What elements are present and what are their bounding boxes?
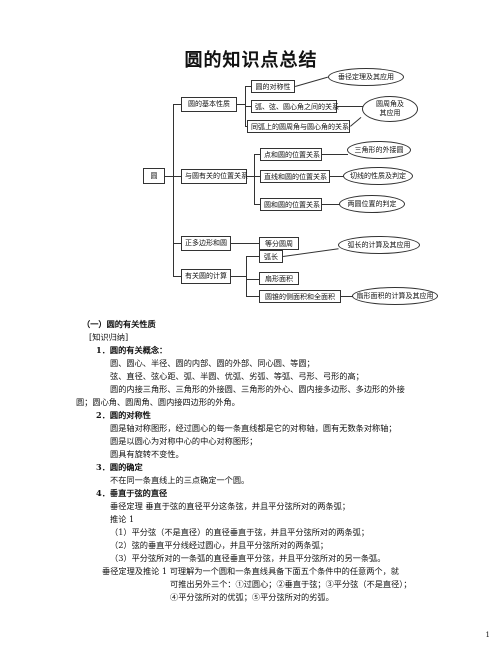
paragraph: （3）平分弦所对的一条弧的直径垂直平分弦，并且平分弦所对的另一条弧。: [110, 553, 386, 563]
map-item: 等分圆周: [259, 237, 299, 250]
map-connector: [173, 176, 181, 177]
map-note: 扇形面积的计算及其应用: [352, 287, 438, 305]
paragraph: 圆的内接三角形、三角形的外接圆、三角形的外心、圆内接多边形、多边形的外接: [110, 384, 405, 394]
paragraph: 不在同一条直线上的三点确定一个圆。: [110, 475, 250, 485]
map-connector: [246, 279, 259, 280]
map-note: 两圆位置的判定: [339, 195, 405, 213]
map-connector: [254, 176, 260, 177]
map-connector: [246, 296, 259, 297]
map-connector: [165, 176, 173, 177]
paragraph: （1）平分弦（不是直径）的直径垂直于弦，并且平分弦所对的两条弧；: [110, 527, 370, 537]
paragraph: （2）弦的垂直平分线经过圆心，并且平分弦所对的两条弧；: [110, 540, 329, 550]
map-connector: [237, 104, 245, 105]
paragraph: 圆是以圆心为对称中心的中心对称图形；: [110, 436, 258, 446]
paragraph: 圆是轴对称图形，经过圆心的每一条直线都是它的对称轴，圆有无数条对称轴；: [110, 423, 397, 433]
paragraph: 弦、直径、弦心距、弧、半圆、优弧、劣弧、等弧、弓形、弓形的高；: [110, 371, 364, 381]
map-connector: [350, 117, 362, 127]
map-item: 弧长: [259, 250, 283, 263]
map-note: 切线的性质及判定: [343, 167, 413, 185]
paragraph: 可推出另外三个：①过圆心；②垂直于弦；③平分弦（不是直径）；: [170, 579, 412, 589]
map-connector: [247, 176, 254, 177]
paragraph: 垂径定理 垂直于弦的直径平分这条弦，并且平分弦所对的两条弧；: [110, 501, 351, 511]
map-root: 圆: [143, 168, 165, 184]
paragraph: 推论 1: [110, 514, 135, 524]
map-connector: [322, 154, 348, 155]
item-heading: 2．圆的对称性: [96, 410, 151, 420]
paragraph: 圆具有旋转不变性。: [110, 449, 184, 459]
map-note: 弧长的计算及其应用: [338, 236, 420, 254]
map-connector: [254, 204, 260, 205]
item-heading: 1．圆的有关概念：: [96, 345, 168, 355]
map-note: 垂径定理及其应用: [328, 68, 404, 86]
map-note: 圆周角及 其应用: [362, 96, 418, 122]
map-connector: [173, 104, 181, 105]
paragraph: 圆、圆心、半径、圆的内部、圆的外部、同心圆、等圆；: [110, 358, 315, 368]
item-heading: 3．圆的确定: [96, 462, 143, 472]
map-connector: [245, 86, 251, 87]
map-branch-position-relations: 与圆有关的位置关系: [181, 169, 248, 184]
map-item: 直线和圆的位置关系: [260, 170, 330, 183]
map-connector: [254, 154, 255, 204]
map-item: 扇形面积: [259, 272, 299, 285]
concept-map: 圆 圆的基本性质 圆的对称性 弧、弦、圆心角之间的关系 同弧上的圆周角与圆心角的…: [143, 68, 438, 305]
map-note: 三角形的外接圆: [347, 141, 411, 159]
map-connector: [341, 296, 353, 297]
map-item: 点和圆的位置关系: [260, 148, 322, 161]
map-item: 圆锥的侧面积和全面积: [259, 290, 341, 303]
map-connector: [231, 276, 246, 277]
map-connector: [295, 76, 328, 87]
map-item: 同弧上的圆周角与圆心角的关系: [247, 120, 350, 133]
map-connector: [322, 204, 340, 205]
map-item: 圆和圆的位置关系: [260, 198, 322, 211]
paragraph: 圆；圆心角、圆周角、圆内接四边形的外角。: [76, 397, 240, 407]
bracket-heading: [知识归纳]: [89, 332, 129, 342]
map-item: 弧、弦、圆心角之间的关系: [251, 100, 339, 113]
map-connector: [173, 243, 181, 244]
map-connector: [337, 106, 363, 107]
map-branch-calculations: 有关圆的计算: [181, 269, 231, 284]
map-connector: [246, 256, 247, 296]
map-connector: [245, 106, 251, 107]
map-connector: [330, 176, 344, 177]
paragraph: ④平分弦所对的优弧；⑤平分弦所对的劣弧。: [170, 592, 334, 602]
page-number: 1: [485, 631, 490, 639]
map-connector: [173, 276, 181, 277]
section-heading: （一）圆的有关性质: [82, 319, 156, 329]
map-item: 圆的对称性: [251, 80, 295, 93]
page-title: 圆的知识点总结: [184, 50, 318, 71]
map-branch-basic-properties: 圆的基本性质: [181, 97, 237, 112]
map-connector: [173, 104, 174, 276]
map-branch-polygons: 正多边形和圆: [181, 236, 231, 251]
map-connector: [246, 256, 259, 257]
paragraph: 垂径定理及推论 1 可理解为一个圆和一条直线具备下面五个条件中的任意两个，就: [102, 566, 399, 576]
map-connector: [231, 243, 259, 244]
map-connector: [254, 154, 260, 155]
item-heading: 4．垂直于弦的直径: [96, 488, 168, 498]
